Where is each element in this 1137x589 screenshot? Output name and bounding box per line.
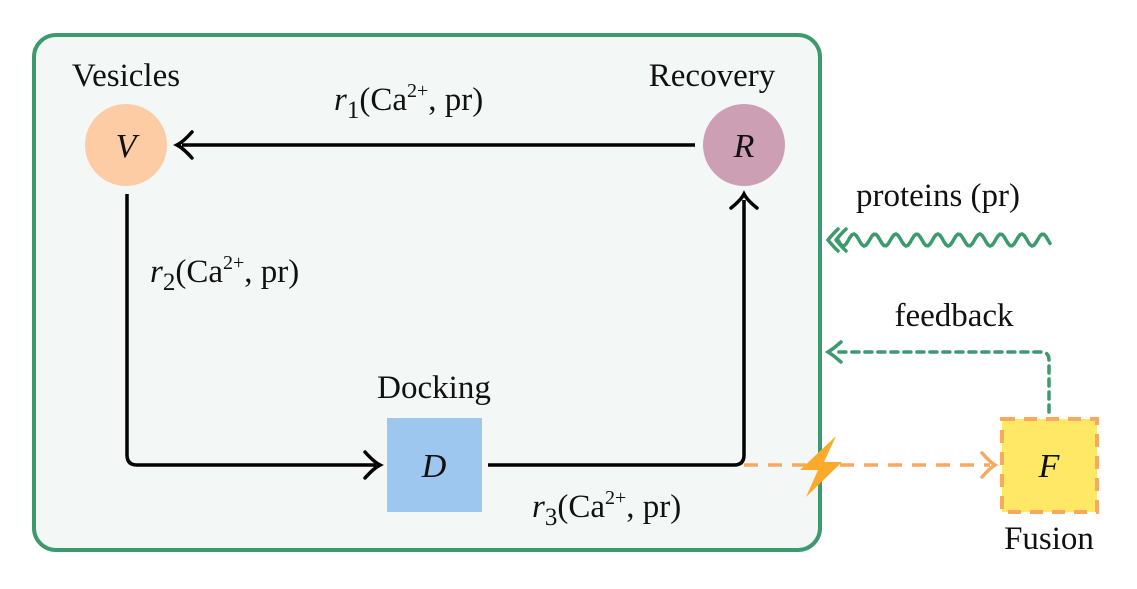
node-vesicles: V Vesicles xyxy=(72,58,180,186)
vesicles-circle xyxy=(85,104,167,186)
fusion-symbol: F xyxy=(1038,448,1061,485)
lightning-icon xyxy=(800,436,842,497)
edge-r3-label: r3(Ca2+, pr) xyxy=(532,487,681,531)
node-docking: D Docking xyxy=(377,370,491,512)
vesicles-label: Vesicles xyxy=(72,58,180,94)
edge-r2-label: r2(Ca2+, pr) xyxy=(150,252,299,296)
edge-r1-label: r1(Ca2+, pr) xyxy=(334,80,483,124)
recovery-circle xyxy=(703,104,785,186)
edge-r2-arrow xyxy=(125,194,384,480)
edge-feedback-arrow xyxy=(824,340,1051,414)
edge-r3-arrow xyxy=(488,190,759,467)
fusion-label: Fusion xyxy=(1004,521,1094,557)
proteins-label: proteins (pr) xyxy=(856,178,1020,214)
node-fusion: F Fusion xyxy=(1000,417,1099,557)
edge-proteins-arrow xyxy=(825,227,1052,253)
recovery-label: Recovery xyxy=(649,58,776,94)
feedback-label: feedback xyxy=(894,298,1014,334)
docking-square xyxy=(387,418,482,512)
docking-label: Docking xyxy=(377,370,491,406)
docking-symbol: D xyxy=(421,448,447,485)
synapse-container xyxy=(32,33,822,552)
fusion-square xyxy=(1000,417,1099,514)
edge-r1-arrow xyxy=(173,130,695,160)
edge-trigger-arrow xyxy=(744,451,999,479)
recovery-symbol: R xyxy=(733,128,755,165)
node-recovery: R Recovery xyxy=(649,58,785,186)
